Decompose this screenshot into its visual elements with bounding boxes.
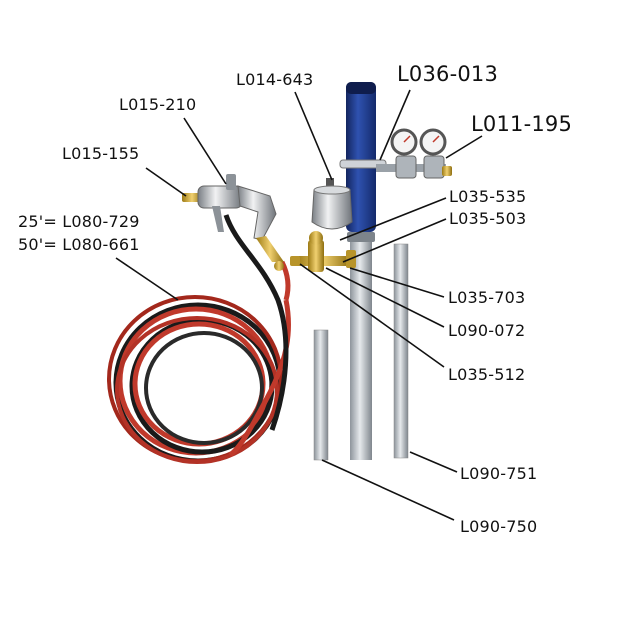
label-l015-155: L015-155: [62, 144, 140, 163]
hose-coil: [107, 295, 283, 464]
label-hose-50ft: 50'= L080-661: [18, 235, 140, 254]
pump-body: [339, 82, 387, 460]
label-l011-195: L011-195: [471, 112, 573, 136]
fluid-cup: [311, 178, 353, 230]
label-l015-210: L015-210: [119, 95, 197, 114]
label-l035-535: L035-535: [449, 187, 527, 206]
label-l090-751: L090-751: [460, 464, 538, 483]
label-l090-072: L090-072: [448, 321, 526, 340]
label-l014-643: L014-643: [236, 70, 314, 89]
leader-lines: [115, 89, 483, 521]
extension-tube-right: [393, 243, 409, 459]
extension-tube-left: [313, 329, 329, 461]
label-l035-512: L035-512: [448, 365, 526, 384]
label-l035-503: L035-503: [449, 209, 527, 228]
label-l035-703: L035-703: [448, 288, 526, 307]
fluid-hose-lead: [228, 299, 292, 458]
air-regulator-gauges: [376, 128, 452, 179]
air-hose-lead: [223, 214, 289, 431]
label-hose-25ft: 25'= L080-729: [18, 212, 140, 231]
brass-fitting-assembly: [290, 231, 356, 272]
label-l036-013: L036-013: [397, 62, 499, 86]
spray-gun: [182, 174, 284, 271]
label-l090-750: L090-750: [460, 517, 538, 536]
